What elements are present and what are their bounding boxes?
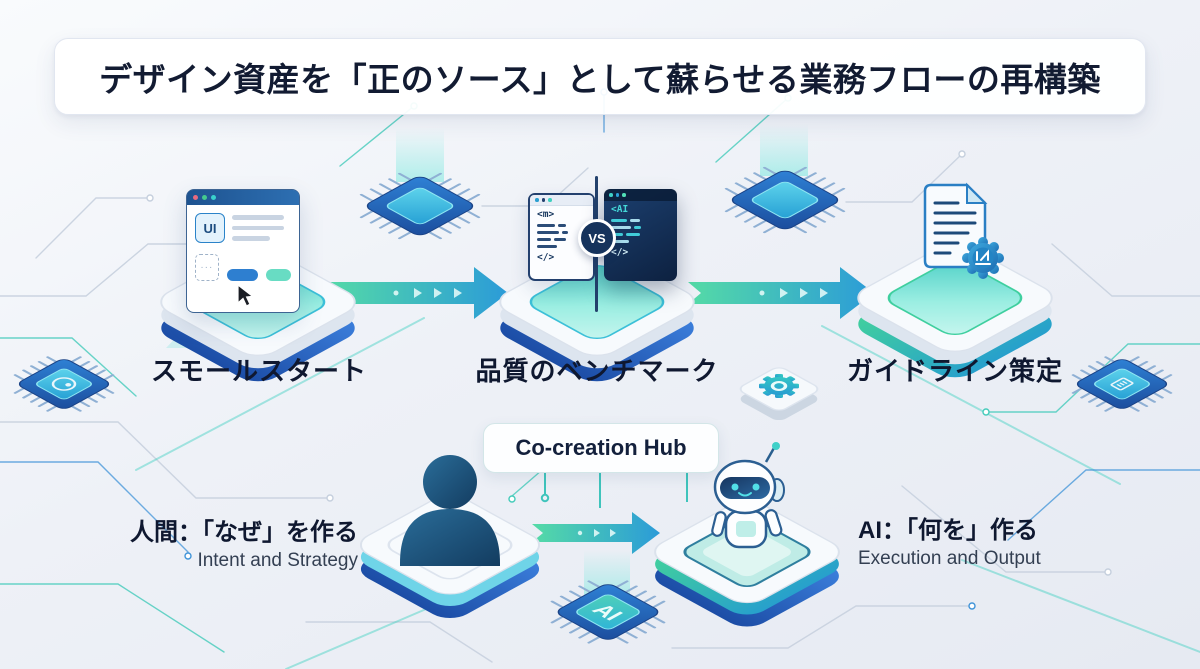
doc-chip-icon <box>1071 356 1173 412</box>
close-tag: </> <box>611 247 629 258</box>
ai-chip-icon: AI <box>550 580 666 644</box>
step2-label: 品質のベンチマーク <box>475 356 719 386</box>
ai-role-label: AI：「何を」作る Execution and Output <box>858 510 1148 570</box>
brain-chip-icon <box>13 356 115 412</box>
step1-label: スモールスタート <box>150 356 367 386</box>
text-lines <box>232 213 284 243</box>
chip-icon <box>359 172 481 240</box>
human-role-label: 人間：「なぜ」を作る Intent and Strategy <box>96 512 358 572</box>
gear-icon <box>759 373 799 399</box>
co-creation-hub-label: Co-creation Hub <box>483 423 719 473</box>
code-window-titlebar <box>604 189 677 201</box>
gear-tile-icon <box>739 367 819 421</box>
hub-arrow <box>532 512 660 554</box>
ai-role-subtitle: Execution and Output <box>858 548 1041 569</box>
document-badge-icon <box>923 182 1004 279</box>
title-banner: デザイン資産を「正のソース」として蘇らせる業務フローの再構築 <box>54 38 1146 115</box>
browser-titlebar <box>187 190 299 205</box>
ai-code-window-icon: <AI </> <box>604 189 677 281</box>
step3-label: ガイドライン策定 <box>846 356 1063 386</box>
browser-body: UI ··· <box>187 205 299 287</box>
platform-step3 <box>857 244 1053 378</box>
hub-connectors <box>540 473 688 508</box>
open-tag: <m> <box>537 209 555 220</box>
primary-button-shape <box>226 269 258 281</box>
person-silhouette-icon <box>400 455 500 566</box>
cursor-icon <box>237 284 255 307</box>
human-role-title: 人間：「なぜ」を作る <box>130 519 358 546</box>
chip-icon <box>724 166 846 234</box>
open-tag: <AI <box>611 204 629 215</box>
ui-component-badge: UI <box>195 213 225 243</box>
window-dot-teal <box>211 195 216 200</box>
badge-icon <box>962 237 1004 279</box>
page-title: デザイン資産を「正のソース」として蘇らせる業務フローの再構築 <box>99 60 1101 98</box>
placeholder-box: ··· <box>195 254 219 281</box>
human-role-subtitle: Intent and Strategy <box>197 550 358 571</box>
code-window-titlebar <box>530 195 593 206</box>
close-tag: </> <box>537 252 555 263</box>
flow-arrow-2 <box>688 267 874 319</box>
ai-role-title: AI：「何を」作る <box>858 517 1038 544</box>
robot-icon <box>711 442 785 549</box>
window-dot-green <box>202 195 207 200</box>
secondary-button-shape <box>265 269 292 281</box>
vs-badge: VS <box>578 219 616 257</box>
flow-arrow-1 <box>322 267 508 319</box>
window-dot-red <box>193 195 198 200</box>
